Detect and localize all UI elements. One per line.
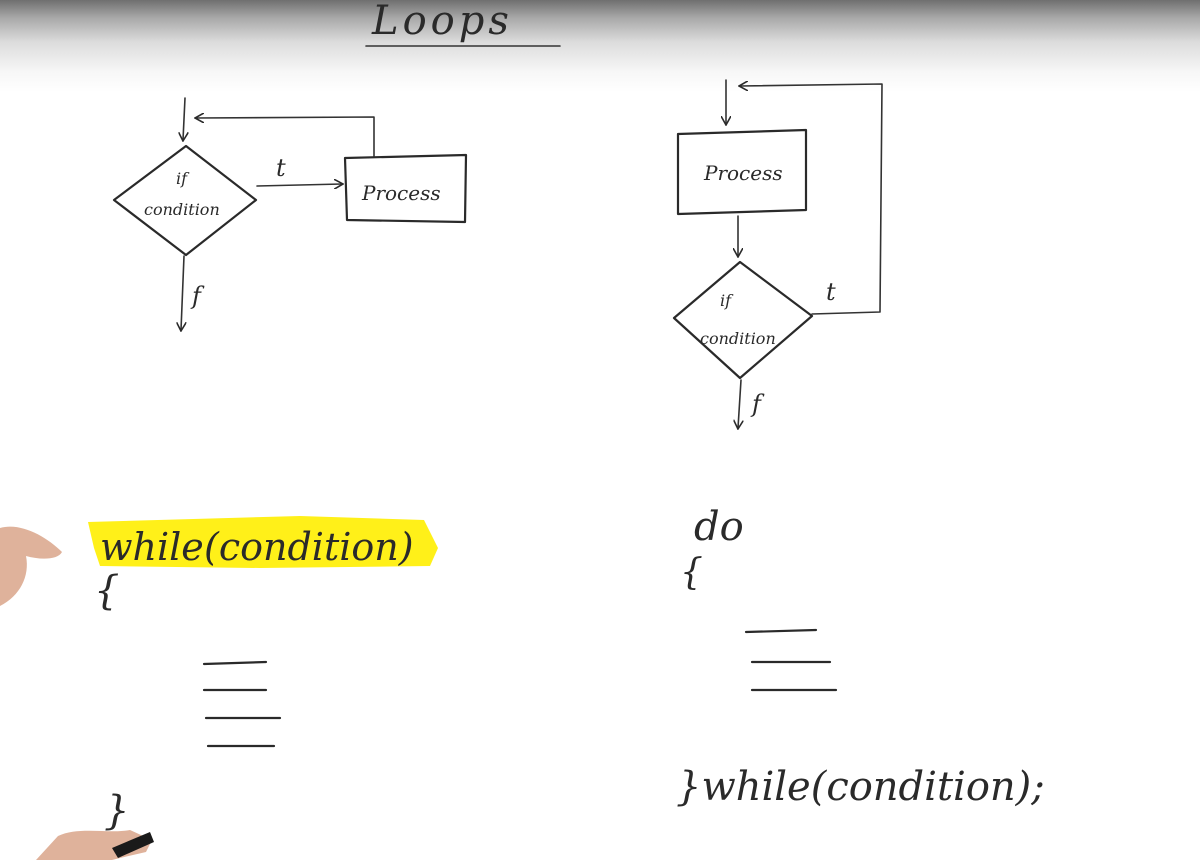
while-decision-condition: condition: [144, 200, 220, 219]
dowhile-true-label: t: [826, 278, 836, 306]
while-process-label: Process: [361, 181, 441, 205]
while-decision-diamond: [112, 144, 258, 257]
while-flowchart: if condition t Process f: [112, 97, 468, 330]
dowhile-false-arrow: [738, 379, 741, 428]
while-decision-if: if: [176, 169, 190, 188]
while-true-label: t: [276, 154, 286, 182]
while-close-brace: }: [104, 788, 129, 834]
while-highlight: [88, 516, 438, 568]
dowhile-process-label: Process: [703, 161, 783, 185]
do-while-code-block: do { }while(condition);: [676, 504, 1045, 810]
dowhile-decision-diamond: [672, 260, 814, 380]
while-process-box: [343, 153, 468, 224]
do-open-brace: {: [680, 552, 703, 593]
dowhile-decision-if: if: [720, 291, 734, 310]
while-false-label: f: [190, 282, 205, 310]
while-true-arrow: [256, 184, 342, 186]
while-keyword: while: [100, 525, 204, 569]
while-body-lines: [202, 660, 282, 748]
dowhile-decision-condition: condition: [700, 329, 776, 348]
title-group: Loops: [365, 0, 561, 47]
presenter-hand: [0, 526, 62, 606]
do-keyword: do: [694, 504, 744, 550]
while-entry-arrow: [183, 97, 185, 140]
dowhile-false-label: f: [750, 390, 765, 418]
while-open-brace: {: [94, 568, 119, 614]
dowhile-body-lines: [744, 628, 838, 692]
while-body-line: [202, 660, 268, 666]
while-code-block: while (condition) { }: [88, 516, 438, 834]
dowhile-process-box: [676, 128, 808, 216]
while-loopback-arrow: [196, 117, 375, 157]
dowhile-closing-line: }while(condition);: [676, 764, 1045, 810]
while-false-arrow: [181, 255, 184, 330]
page-title: Loops: [371, 0, 513, 44]
dowhile-body-line: [744, 628, 818, 634]
do-while-flowchart: Process if condition t f: [672, 79, 883, 428]
marker-pen: [36, 830, 154, 860]
dowhile-true-loopback-arrow: [740, 84, 883, 315]
while-condition: (condition): [204, 525, 414, 569]
